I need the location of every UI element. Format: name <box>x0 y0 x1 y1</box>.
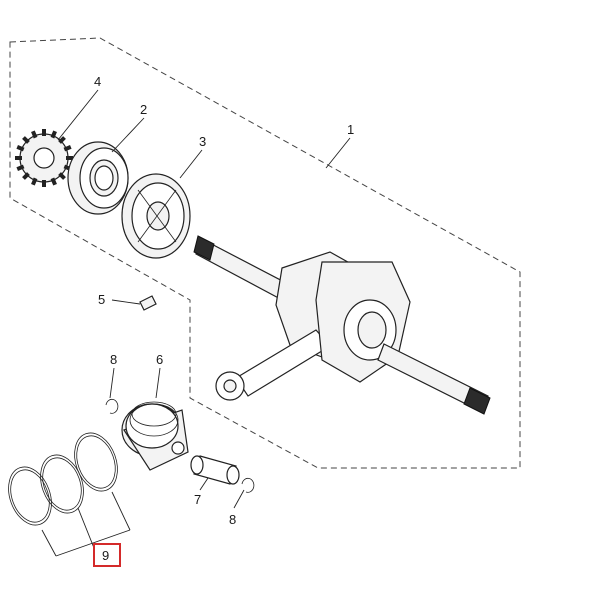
callout-piston: 6 <box>156 352 163 367</box>
callout-crankshaft: 1 <box>347 122 354 137</box>
callout-washer-plate: 3 <box>199 134 206 149</box>
piston-rings-part <box>8 432 118 526</box>
assembly-outline <box>9 37 521 469</box>
bearing-part <box>67 141 129 215</box>
callout-piston-pin: 7 <box>194 492 201 507</box>
clip-top-part <box>105 399 119 414</box>
highlight-box <box>93 543 121 567</box>
piston-part <box>121 401 189 471</box>
callout-bearing: 2 <box>140 102 147 117</box>
key-part <box>139 295 157 311</box>
callout-clip-bottom: 8 <box>229 512 236 527</box>
callout-sprocket: 4 <box>94 74 101 89</box>
piston-pin-part <box>190 455 240 485</box>
clip-bottom-part <box>241 478 255 493</box>
callout-piston-rings: 9 <box>102 548 109 563</box>
callout-clip-top: 8 <box>110 352 117 367</box>
callout-key: 5 <box>98 292 105 307</box>
sprocket-part <box>15 129 73 187</box>
leader-lines <box>41 89 351 557</box>
crankshaft-part <box>193 235 491 415</box>
washer-plate-part <box>121 173 191 259</box>
